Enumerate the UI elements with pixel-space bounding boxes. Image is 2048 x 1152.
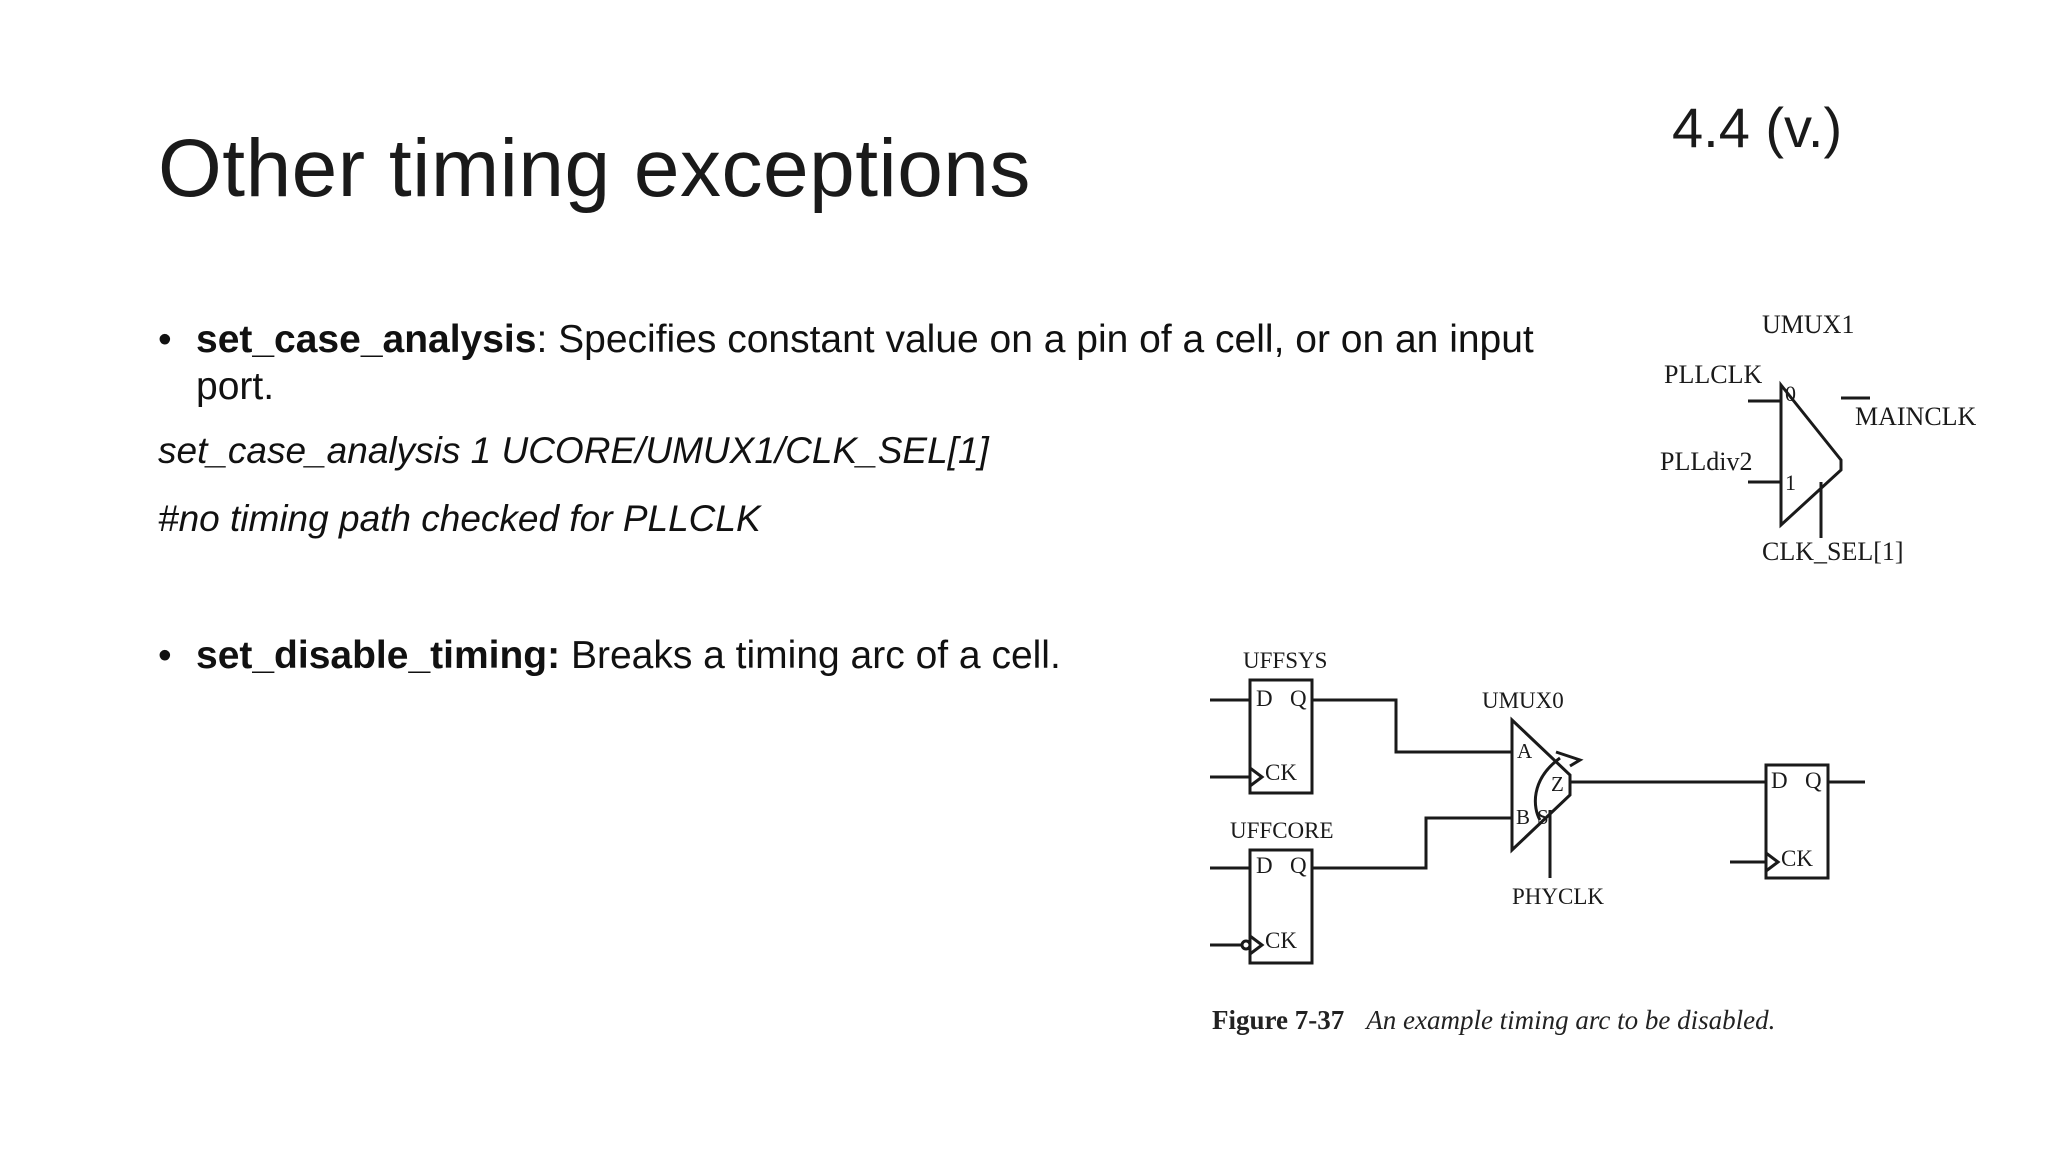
slide-title: Other timing exceptions bbox=[158, 123, 1031, 214]
bullet-dot: • bbox=[158, 318, 172, 361]
mux0-s-pin: S bbox=[1537, 805, 1549, 829]
bullet-text: set_disable_timing: Breaks a timing arc … bbox=[196, 632, 1061, 679]
mux-cell-label: UMUX1 bbox=[1762, 310, 1854, 339]
ff-uffsys-box bbox=[1248, 678, 1314, 795]
ff1-d-pin: D bbox=[1256, 686, 1273, 711]
bullet-term: set_case_analysis bbox=[196, 318, 537, 361]
mux0-shape bbox=[1510, 716, 1572, 854]
bullet-text: set_case_analysis: Specifies constant va… bbox=[196, 316, 1536, 410]
bullet-set-disable-timing: • set_disable_timing: Breaks a timing ar… bbox=[158, 632, 1158, 682]
clk-label: PHYCLK bbox=[1512, 884, 1604, 909]
code-line: set_case_analysis 1 UCORE/UMUX1/CLK_SEL[… bbox=[158, 430, 989, 471]
ff2-ck-triangle bbox=[1249, 934, 1265, 956]
ff-uffcore-box bbox=[1248, 848, 1314, 965]
ff3-ck-pin: CK bbox=[1781, 846, 1813, 871]
mux-in0-label: PLLCLK bbox=[1664, 360, 1762, 389]
mux0-z-pin: Z bbox=[1551, 772, 1564, 796]
ff3-ck-triangle bbox=[1765, 851, 1781, 873]
ff1-label: UFFSYS bbox=[1243, 648, 1327, 673]
mux-pin0-label: 0 bbox=[1785, 381, 1796, 406]
timing-arc-arrow bbox=[1555, 750, 1584, 768]
ff3-q-pin: Q bbox=[1805, 768, 1822, 793]
mux-sel-label: CLK_SEL[1] bbox=[1762, 537, 1904, 566]
ff2-ck-bubble bbox=[1240, 939, 1252, 951]
ff2-q-wire bbox=[1312, 816, 1512, 870]
mux0-b-pin: B bbox=[1516, 805, 1530, 829]
section-number: 4.4 (v.) bbox=[1672, 96, 1843, 159]
code-comment: #no timing path checked for PLLCLK bbox=[158, 498, 761, 539]
figure-number: Figure 7-37 bbox=[1212, 1005, 1345, 1035]
bullet-term: set_disable_timing: bbox=[196, 634, 561, 677]
mux-shape bbox=[1779, 380, 1843, 529]
ff2-q-pin: Q bbox=[1290, 853, 1307, 878]
ff1-q-pin: Q bbox=[1290, 686, 1307, 711]
ff2-ck-pin: CK bbox=[1265, 928, 1297, 953]
ff1-ck-pin: CK bbox=[1265, 760, 1297, 785]
ff-out-box bbox=[1764, 763, 1830, 880]
mux0-label: UMUX0 bbox=[1482, 688, 1564, 713]
bullet-description: Breaks a timing arc of a cell. bbox=[560, 634, 1061, 677]
bullet-separator: : bbox=[536, 318, 548, 361]
mux-out-label: MAINCLK bbox=[1855, 402, 1977, 431]
ff1-q-wire bbox=[1312, 698, 1512, 754]
bullet-description: Specifies constant value on a pin of a c… bbox=[196, 318, 1534, 408]
figure-caption-text: An example timing arc to be disabled. bbox=[1366, 1005, 1776, 1035]
ff1-ck-triangle bbox=[1249, 766, 1265, 788]
ff3-d-pin: D bbox=[1771, 768, 1788, 793]
mux-pin1-label: 1 bbox=[1785, 470, 1796, 495]
bullet-dot: • bbox=[158, 634, 172, 677]
mux-in1-label: PLLdiv2 bbox=[1660, 447, 1752, 476]
ff2-label: UFFCORE bbox=[1230, 818, 1334, 843]
timing-arc bbox=[1533, 756, 1561, 821]
mux0-a-pin: A bbox=[1517, 739, 1533, 763]
figure-caption: Figure 7-37 An example timing arc to be d… bbox=[1212, 1005, 1775, 1036]
bullet-set-case-analysis: • set_case_analysis: Specifies constant … bbox=[158, 316, 1538, 416]
ff2-d-pin: D bbox=[1256, 853, 1273, 878]
